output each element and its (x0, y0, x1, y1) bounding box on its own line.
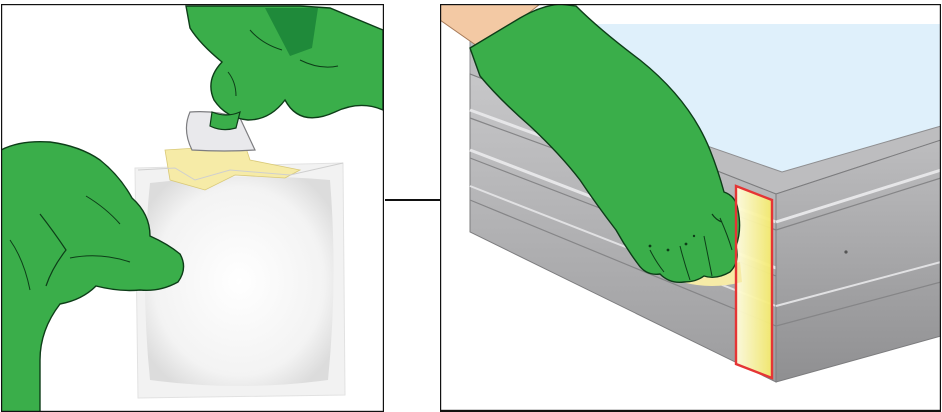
right-panel (440, 4, 941, 412)
left-panel (1, 4, 384, 412)
